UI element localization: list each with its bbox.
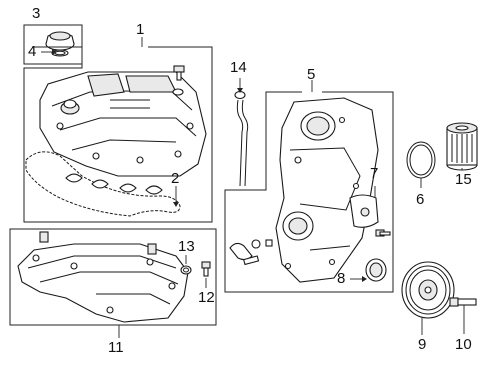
crank-front-seal (365, 258, 387, 282)
oil-pan-studs (39, 231, 157, 255)
valve-cover (39, 71, 207, 177)
callout-4: 4 (28, 43, 37, 60)
oil-dipstick (234, 90, 249, 187)
cover-small-parts (229, 239, 273, 266)
callout-3: 3 (32, 5, 41, 22)
valve-cover-bolt (173, 65, 185, 81)
box-oil-cap (23, 24, 83, 65)
drain-bolt (201, 261, 211, 277)
drain-washer (180, 265, 192, 275)
valve-cover-gasket (25, 151, 181, 217)
callout-10: 10 (455, 336, 472, 353)
valve-cover-grommet (172, 88, 184, 96)
spark-plug-seals (65, 173, 163, 195)
callout-2: 2 (171, 170, 180, 187)
callout-5: 5 (307, 66, 316, 83)
callout-8: 8 (337, 270, 346, 287)
pulley-bolt (449, 297, 477, 307)
cover-bolt (375, 229, 391, 237)
callout-9: 9 (418, 336, 427, 353)
box-chain-case (224, 91, 394, 293)
cover-plate (349, 194, 379, 228)
filter-housing-o-ring (406, 141, 436, 179)
callout-13: 13 (178, 238, 195, 255)
callout-1: 1 (136, 21, 145, 38)
callout-15: 15 (455, 171, 472, 188)
crankshaft-pulley (401, 261, 455, 319)
callout-14: 14 (230, 59, 247, 76)
callout-12: 12 (198, 289, 215, 306)
callout-11: 11 (108, 339, 124, 356)
callout-6: 6 (416, 191, 425, 208)
box-valve-cover (23, 46, 213, 223)
oil-pan (17, 243, 189, 323)
box-oil-pan (9, 228, 217, 326)
oil-filter-element (446, 122, 478, 171)
timing-chain-cover (275, 97, 379, 283)
callout-7: 7 (370, 165, 379, 182)
